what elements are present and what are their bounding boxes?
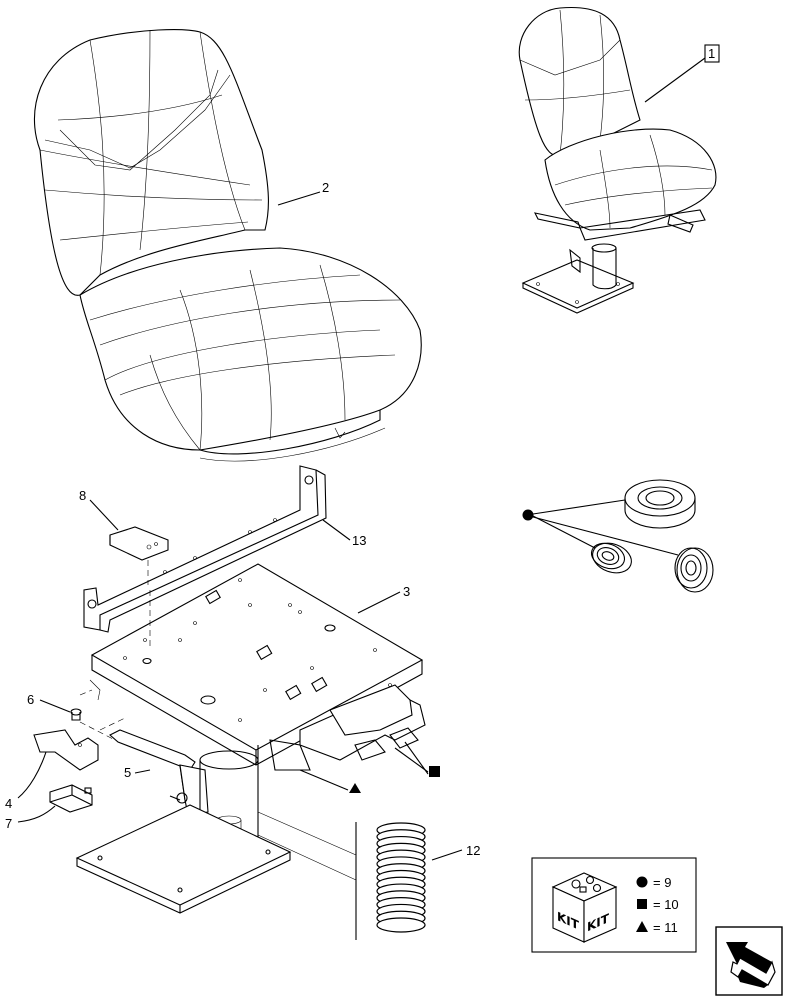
callout-2: 2 (322, 180, 329, 195)
lever-5 (109, 729, 209, 840)
spring-coil (376, 917, 426, 933)
leader-5 (134, 769, 151, 774)
leader-2 (277, 191, 321, 206)
bearing-large (624, 479, 696, 529)
seat-plate-3 (89, 563, 424, 766)
legend-triangle-ref: = 11 (653, 920, 678, 935)
legend-circle-icon (636, 876, 648, 888)
callout-7: 7 (5, 816, 12, 831)
kit-legend: KIT KIT = 9 = 10 = 11 (531, 857, 697, 953)
callout-3: 3 (403, 584, 410, 599)
legend-triangle-icon (636, 921, 648, 932)
leader-1 (644, 57, 706, 103)
floor-plate (75, 804, 292, 914)
legend-square-icon (637, 899, 647, 909)
triangle-marker-icon (349, 783, 361, 793)
bearing-front (590, 542, 632, 574)
bearing-right (674, 547, 714, 593)
callout-1: 1 (708, 46, 715, 61)
leader-7 (17, 805, 56, 823)
slide-rails (269, 684, 426, 771)
bearing-group (522, 479, 714, 593)
arrow-back-icon (726, 942, 776, 988)
callout-4: 4 (5, 796, 12, 811)
circle-marker-icon (522, 509, 534, 521)
bracket-13 (83, 465, 327, 633)
callout-12: 12 (466, 843, 480, 858)
callout-8: 8 (79, 488, 86, 503)
assembled-seat-thumbnail (518, 6, 717, 314)
leader-4 (17, 751, 47, 799)
kit-legend-box (531, 857, 697, 953)
micro-switch-7 (49, 784, 93, 813)
leader-13 (322, 519, 351, 541)
leader-8 (89, 499, 119, 531)
callout-13: 13 (352, 533, 366, 548)
callout-1-box (704, 44, 720, 63)
spring-12 (376, 822, 426, 933)
screw-6 (70, 708, 82, 721)
back-navigation-button[interactable] (715, 926, 783, 996)
legend-circle-ref: = 9 (653, 875, 671, 890)
callout-6: 6 (27, 692, 34, 707)
square-marker-icon (429, 766, 440, 777)
latch-4 (33, 729, 99, 771)
leader-12 (431, 849, 463, 861)
kit-box-icon: KIT KIT (551, 872, 618, 943)
bracket-8 (109, 526, 169, 561)
callout-5: 5 (124, 765, 131, 780)
legend-square-ref: = 10 (653, 897, 679, 912)
leader-6 (39, 699, 71, 713)
seat-cushion-main (33, 29, 422, 462)
leader-3 (357, 591, 401, 614)
